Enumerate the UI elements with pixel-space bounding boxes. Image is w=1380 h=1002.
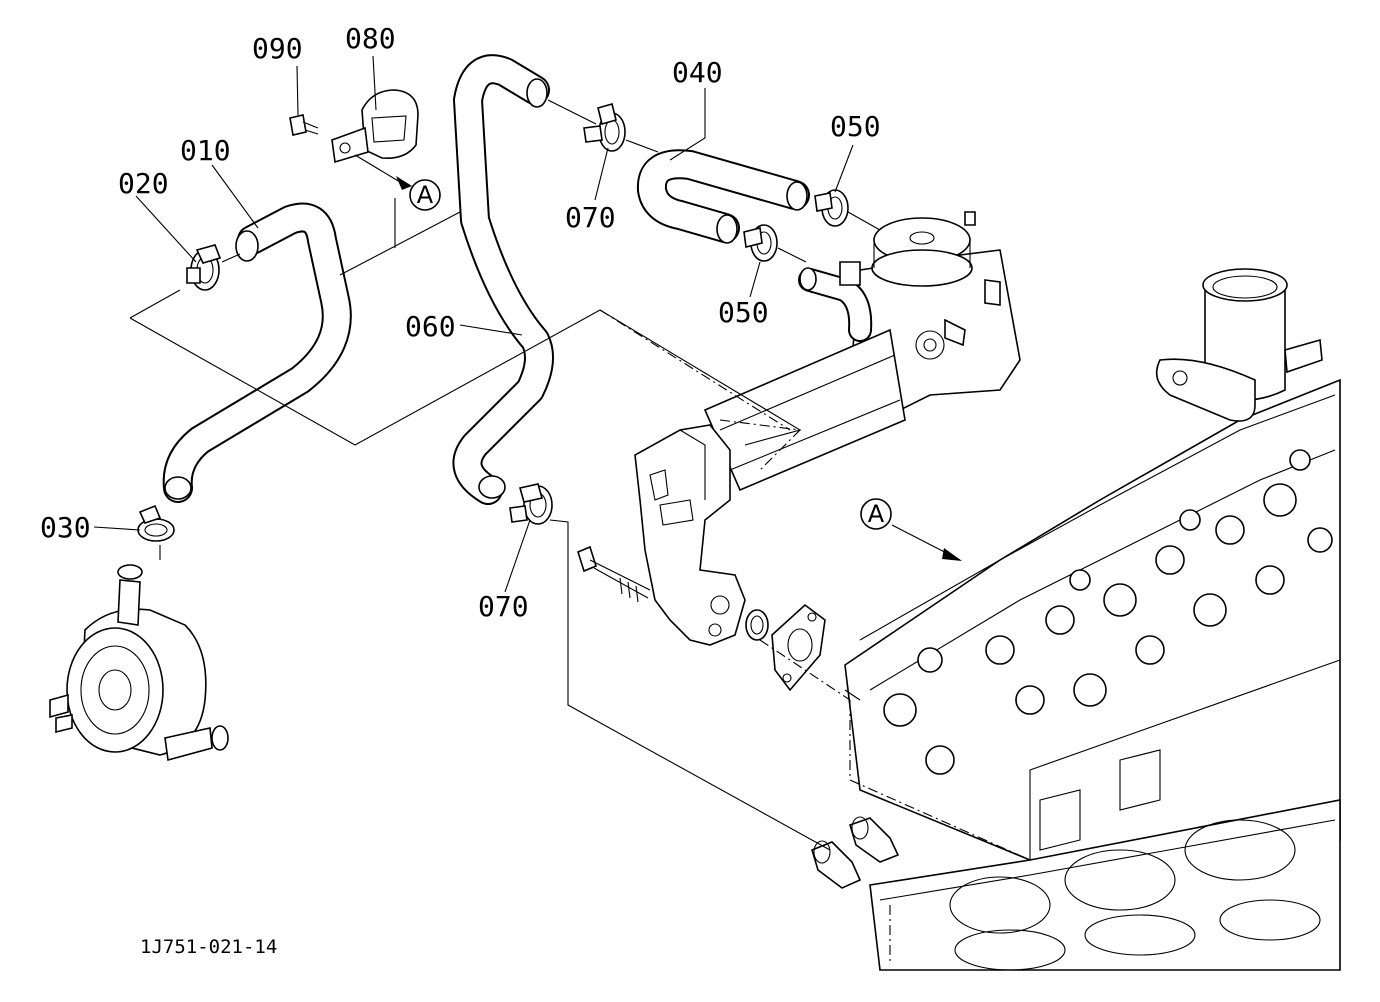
- label-030: 030: [40, 511, 91, 544]
- bolt-090: [289, 114, 319, 136]
- ref-a-upper-circle: [409, 179, 441, 211]
- egr-gasket: [771, 603, 826, 692]
- callout-leaders: [93, 55, 961, 593]
- cylinder-block: [869, 799, 1341, 971]
- thermostat-housing: [1155, 268, 1323, 422]
- clamp-020: [186, 244, 222, 291]
- mounting-bracket: [634, 424, 746, 646]
- label-020: 020: [118, 167, 169, 200]
- egr-pipe: [798, 261, 873, 342]
- o-ring: [745, 609, 769, 641]
- clamp-050-upper: [814, 189, 849, 227]
- assembly-lines: [129, 99, 881, 851]
- ref-a-lower-circle: [860, 498, 892, 530]
- clamp-070-lower: [509, 483, 553, 525]
- label-090: 090: [252, 32, 303, 65]
- label-070-lower: 070: [478, 590, 529, 623]
- clamp-070-upper: [583, 103, 626, 152]
- label-060: 060: [405, 310, 456, 343]
- hose-040: [637, 149, 810, 244]
- clamp-050-lower: [743, 224, 778, 262]
- drawing-number: 1J751-021-14: [140, 936, 277, 958]
- label-050-upper: 050: [830, 110, 881, 143]
- arrow-a-upper: [396, 176, 412, 190]
- hose-060: [452, 54, 554, 505]
- oil-cooler: [49, 564, 229, 762]
- label-050-lower: 050: [718, 296, 769, 329]
- label-080: 080: [345, 22, 396, 55]
- label-040: 040: [672, 56, 723, 89]
- label-010: 010: [180, 134, 231, 167]
- ref-a-lower-text: A: [868, 500, 885, 528]
- hose-010: [162, 202, 352, 503]
- ref-a-upper-text: A: [417, 181, 434, 209]
- arrow-a-lower: [942, 548, 962, 561]
- egr-cooler: [703, 328, 906, 492]
- label-070-upper: 070: [565, 201, 616, 234]
- bracket-bolt: [577, 545, 651, 603]
- cylinder-head: [844, 378, 1341, 861]
- clamp-030: [137, 504, 175, 542]
- water-pipe-connector: [811, 816, 900, 889]
